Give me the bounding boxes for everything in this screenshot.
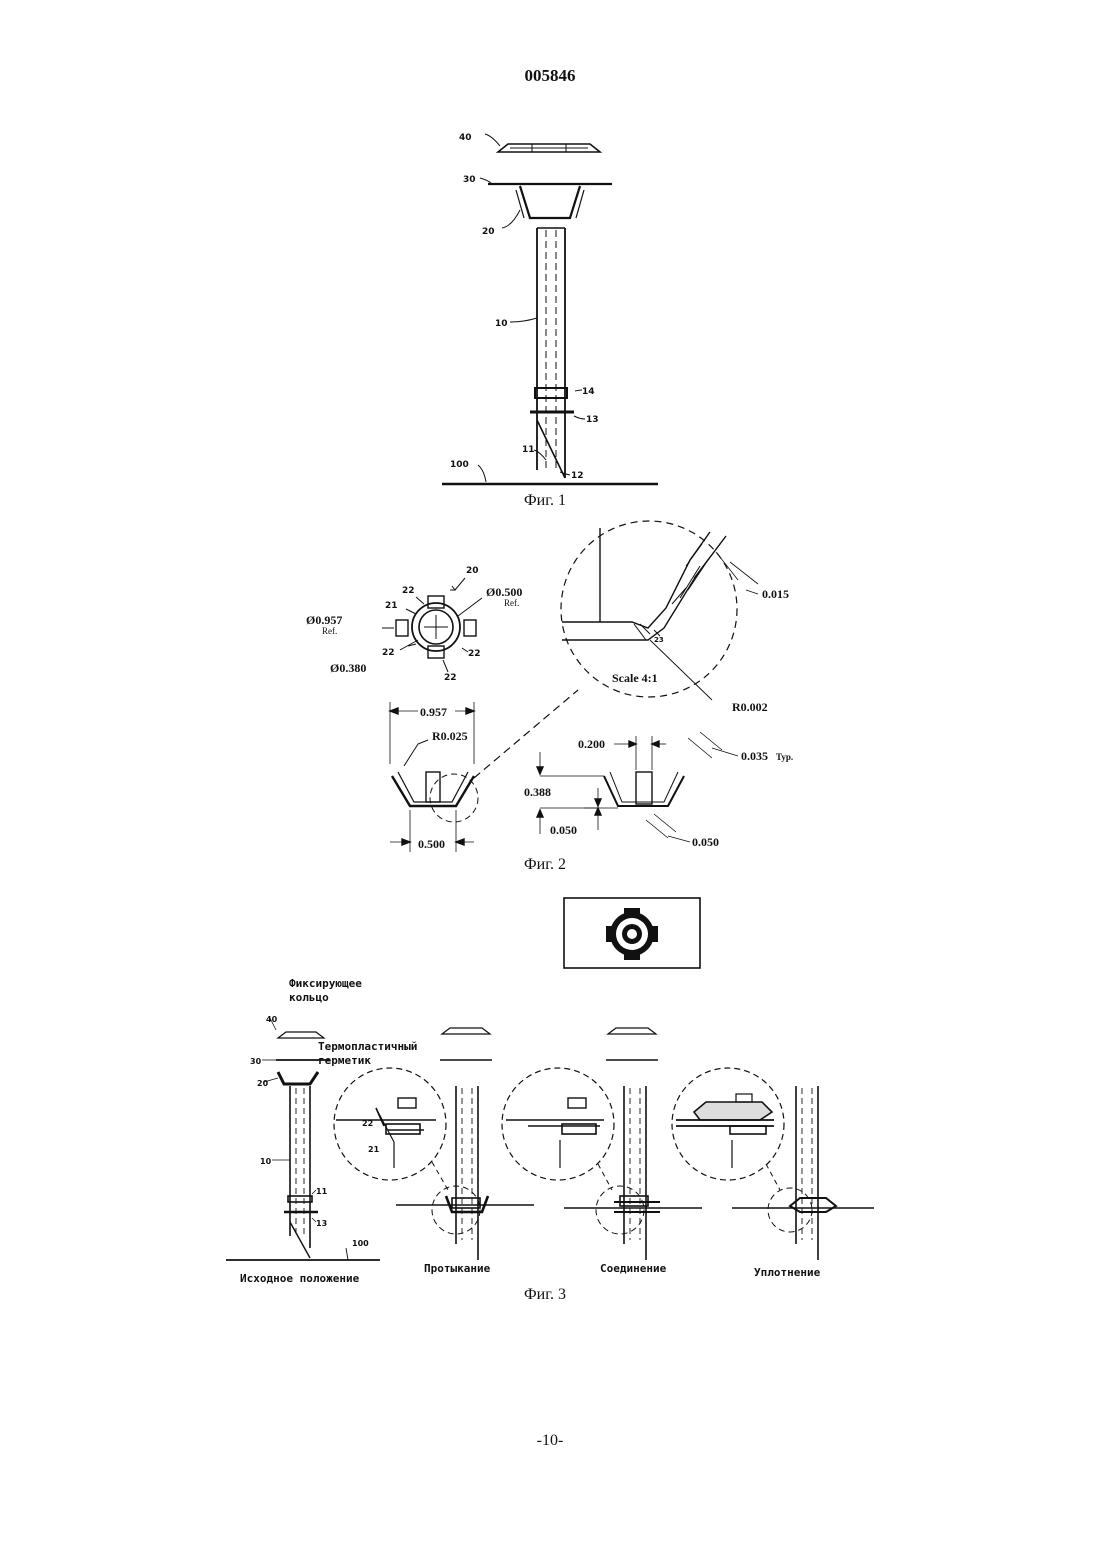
- fig2-label-21: 21: [385, 601, 398, 611]
- fig3-label-11: 11: [316, 1187, 328, 1196]
- fig3-stage-seal: [672, 1068, 874, 1260]
- fig1-label-14: 14: [582, 387, 595, 397]
- figure-2: [382, 521, 758, 852]
- fig2-dim-base: 0.500: [418, 837, 445, 851]
- fig2-detail-thickness: 0.015: [762, 587, 789, 601]
- fig2-label-22c: 22: [468, 649, 481, 659]
- fig3-label-21: 21: [368, 1145, 380, 1154]
- fig1-needle: [537, 228, 565, 478]
- fig3-label-10: 10: [260, 1157, 272, 1166]
- fig2-dim-hole: Ø0.380: [330, 661, 366, 675]
- fig3-ring-label-line2: кольцо: [289, 991, 329, 1004]
- fig1-label-30: 30: [463, 175, 476, 185]
- fig2-dim-inner-ref: Ref.: [504, 598, 519, 608]
- fig2-dim-0388: 0.388: [524, 785, 551, 799]
- fig1-label-12: 12: [571, 471, 584, 481]
- fig1-label-10: 10: [495, 319, 508, 329]
- fig3-sealant-label-line1: Термопластичный: [318, 1040, 417, 1053]
- fig2-dim-width: 0.957: [420, 705, 447, 719]
- fig2-detail-radius: R0.002: [732, 700, 768, 714]
- fig3-sealant-label-line2: герметик: [318, 1054, 371, 1067]
- fig3-inset-top-view: [564, 898, 700, 968]
- fig2-dim-radius: R0.025: [432, 729, 468, 743]
- fig3-label-40: 40: [266, 1015, 278, 1024]
- fig2-dim-0050a: 0.050: [550, 823, 577, 837]
- fig3-label-20: 20: [257, 1079, 269, 1088]
- page-number: -10-: [0, 1432, 1100, 1450]
- fig2-dim-0050b: 0.050: [692, 835, 719, 849]
- fig2-dim-outer-ref: Ref.: [322, 626, 337, 636]
- fig3-stage-label-connect: Соединение: [600, 1262, 667, 1275]
- fig2-dim-0200: 0.200: [578, 737, 605, 751]
- fig3-ring-label-line1: Фиксирующее: [289, 977, 362, 990]
- fig2-label-20: 20: [466, 566, 479, 576]
- fig1-flange: [520, 186, 580, 218]
- fig3-label-100: 100: [352, 1239, 369, 1248]
- fig2-dim-inner: Ø0.500: [486, 585, 522, 599]
- fig2-top-view: [382, 578, 482, 672]
- fig2-caption: Фиг. 2: [524, 856, 566, 874]
- fig2-detail-view: [561, 521, 758, 700]
- fig3-label-22: 22: [362, 1119, 373, 1128]
- fig1-label-11: 11: [522, 445, 535, 455]
- fig1-caption: Фиг. 1: [524, 492, 566, 510]
- fig3-stage-label-initial: Исходное положение: [240, 1272, 360, 1285]
- figure-1: [442, 134, 658, 484]
- fig2-dim-0035: 0.035: [741, 749, 768, 763]
- fig3-caption: Фиг. 3: [524, 1286, 566, 1304]
- fig2-label-22d: 22: [444, 673, 457, 683]
- fig2-detail-scale: Scale 4:1: [612, 671, 658, 685]
- fig3-stage-label-seal: Уплотнение: [754, 1266, 821, 1279]
- fig2-label-22a: 22: [402, 586, 415, 596]
- fig1-label-100: 100: [450, 460, 469, 470]
- fig2-dim-typ: Typ.: [776, 752, 793, 762]
- fig1-label-20: 20: [482, 227, 495, 237]
- fig3-label-13: 13: [316, 1219, 327, 1228]
- fig2-dim-outer: Ø0.957: [306, 613, 342, 627]
- figure-3: [226, 898, 874, 1260]
- fig3-stage-connect: [502, 1028, 702, 1260]
- fig2-label-22b: 22: [382, 648, 395, 658]
- fig1-label-13: 13: [586, 415, 599, 425]
- fig2-detail-label-23: 23: [654, 636, 664, 644]
- fig3-label-30: 30: [250, 1057, 262, 1066]
- fig3-stage-label-puncture: Протыкание: [424, 1262, 491, 1275]
- fig1-label-40: 40: [459, 133, 472, 143]
